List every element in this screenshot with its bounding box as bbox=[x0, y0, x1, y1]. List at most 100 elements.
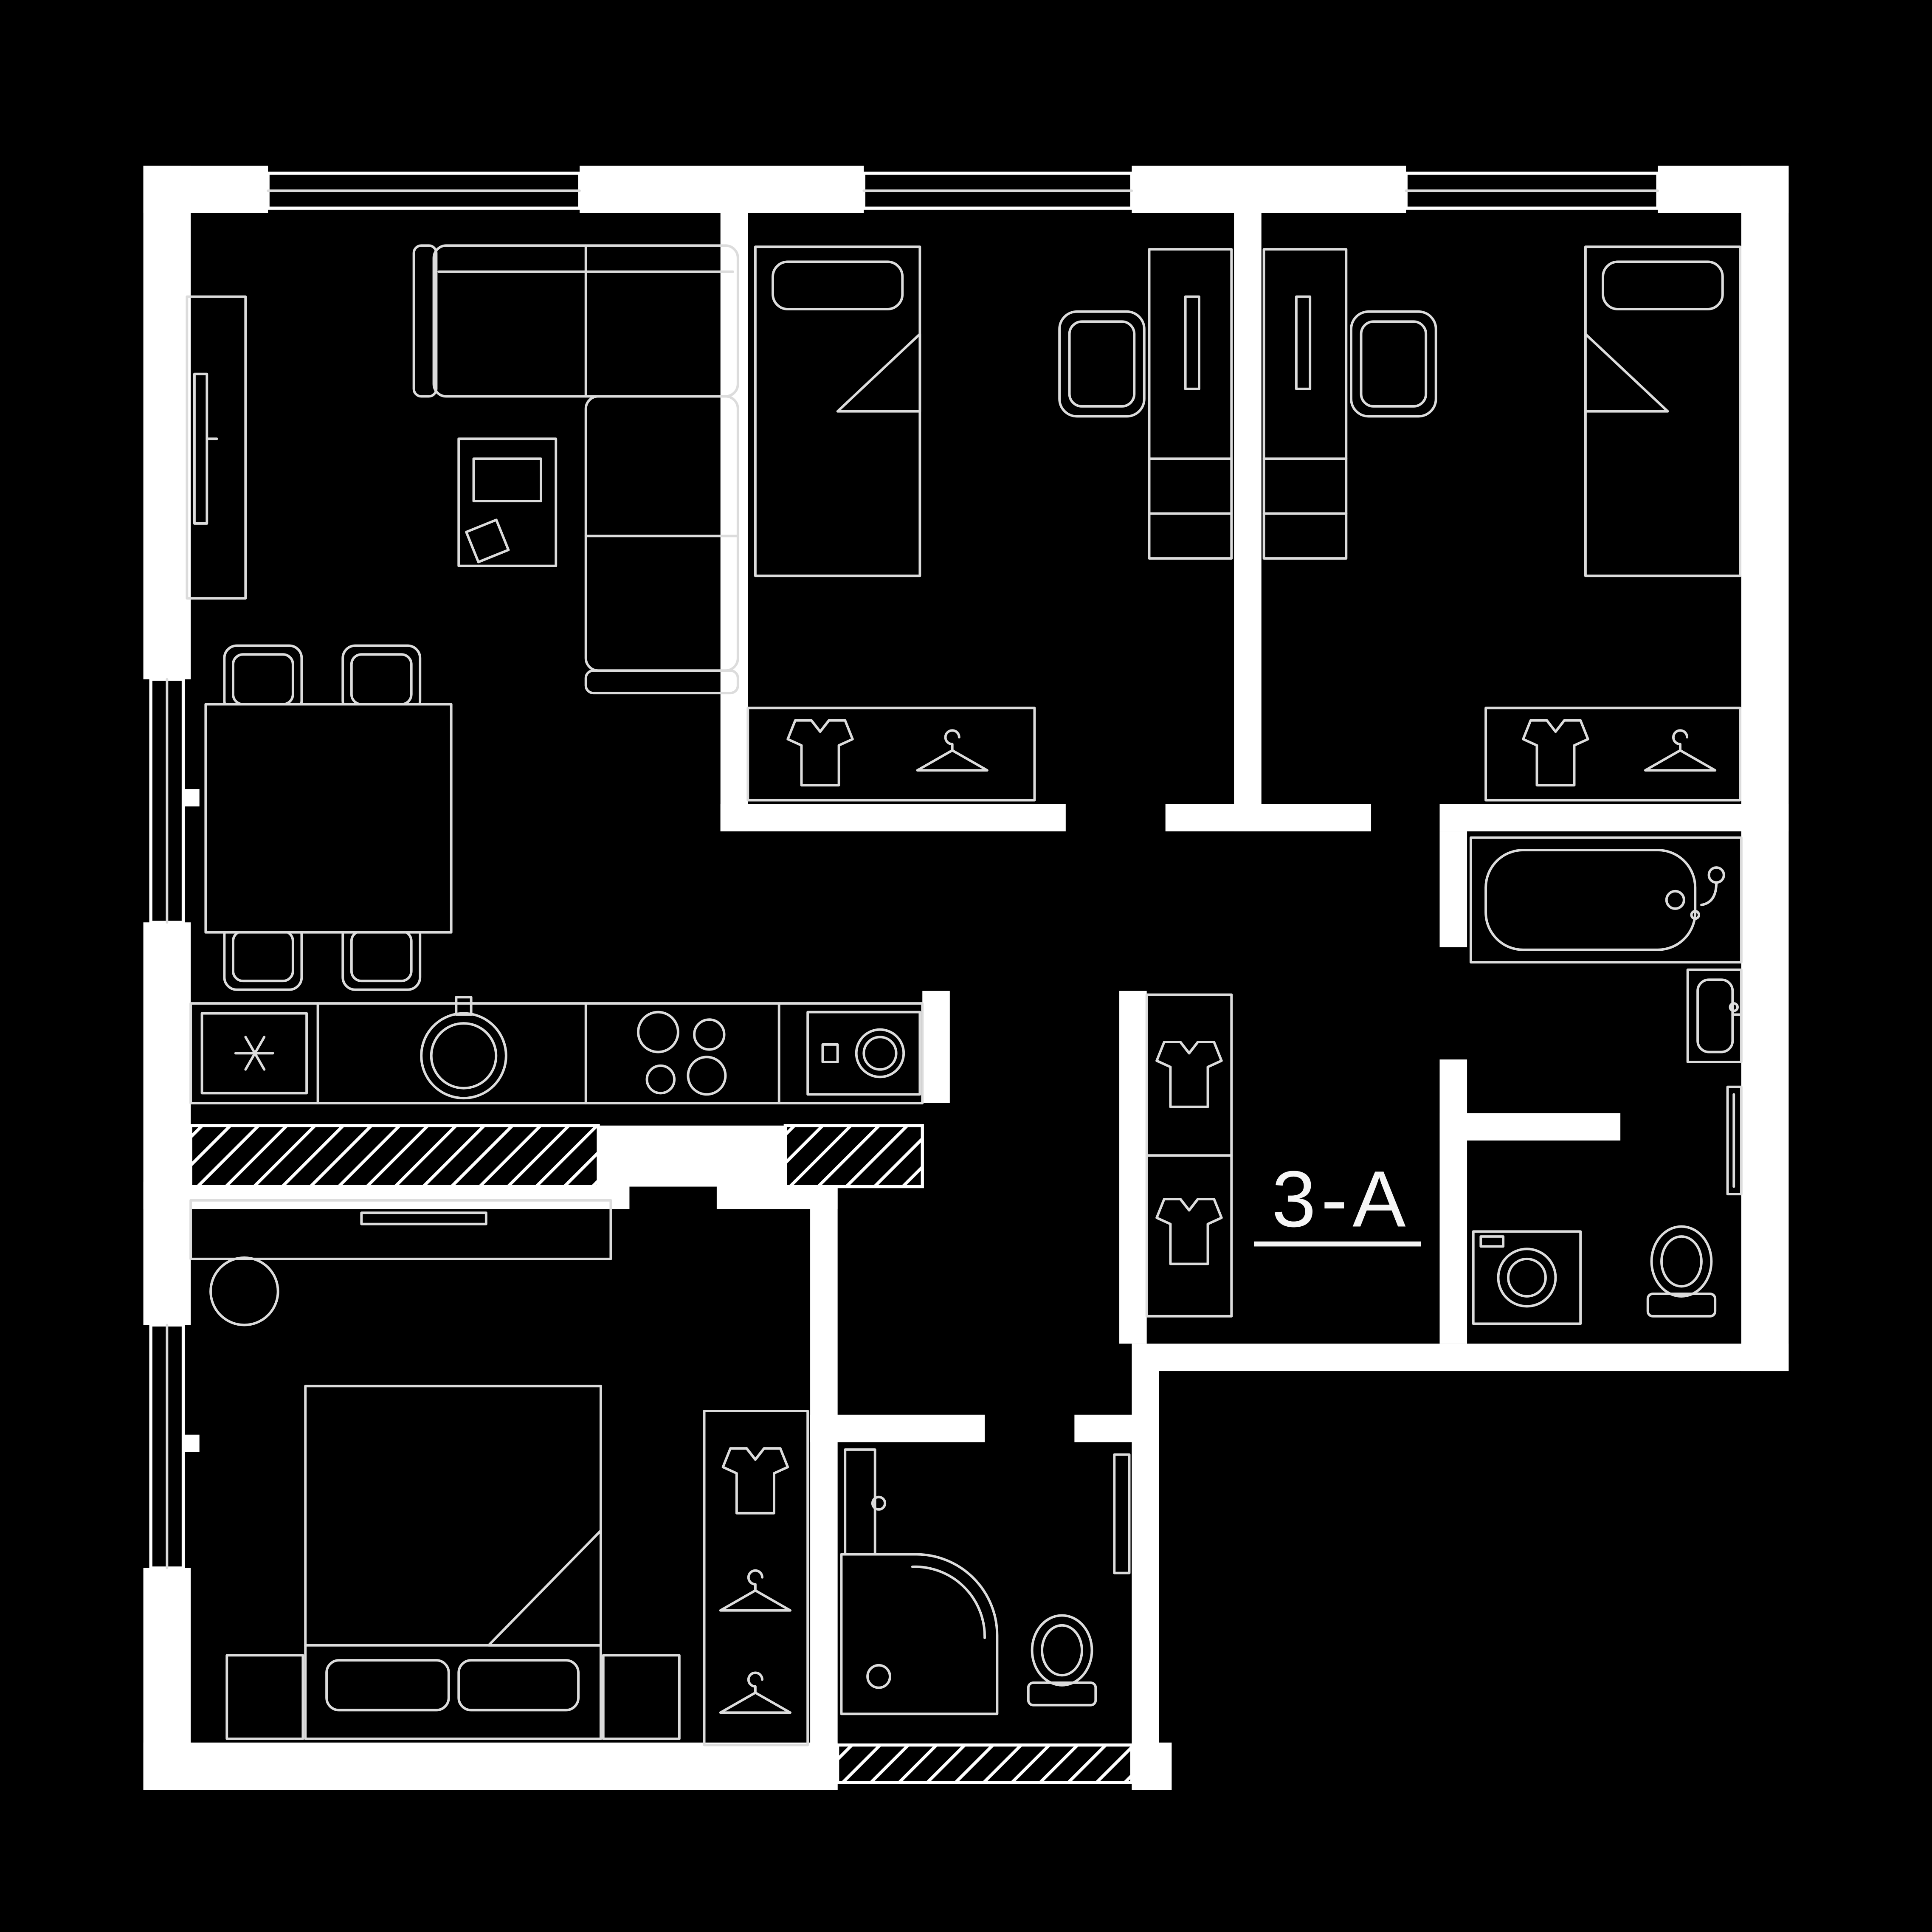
blanket-fold bbox=[836, 332, 921, 413]
hanger-icon bbox=[721, 1673, 790, 1712]
wall-bathroom-partition bbox=[1439, 1113, 1621, 1141]
wall-bedrooms-hall-a bbox=[720, 804, 1066, 831]
sink-bowl bbox=[420, 1012, 507, 1100]
bathtub-basin bbox=[1484, 849, 1697, 951]
fridge bbox=[200, 1012, 308, 1095]
burner bbox=[693, 1018, 726, 1051]
magazine-icon bbox=[465, 518, 510, 563]
water-drop bbox=[1690, 910, 1700, 920]
bar-sink bbox=[806, 1011, 921, 1096]
windows bbox=[149, 172, 1659, 1570]
kitchen-sink bbox=[420, 996, 507, 1100]
dining-chair bbox=[224, 646, 301, 713]
sofa-armrest bbox=[412, 244, 438, 398]
wall-shelf bbox=[1113, 1453, 1131, 1574]
chair-outline bbox=[1350, 310, 1437, 418]
wall-bedrooms-hall-b bbox=[1165, 804, 1372, 831]
counter-outline bbox=[189, 1002, 924, 1104]
wardrobe bbox=[703, 1410, 809, 1746]
door-leaf bbox=[844, 1448, 887, 1556]
exterior-walls bbox=[143, 166, 1789, 1790]
bedroom-1 bbox=[189, 1199, 809, 1746]
bathtub-outline bbox=[1469, 836, 1743, 964]
burner bbox=[645, 1064, 676, 1095]
washing-machine bbox=[1472, 1230, 1582, 1325]
monitor-icon bbox=[1295, 295, 1312, 390]
bathtub bbox=[1469, 836, 1743, 964]
pillow bbox=[1602, 260, 1724, 310]
sink-tap bbox=[455, 996, 473, 1016]
desk-top bbox=[1262, 248, 1348, 560]
wall-segment bbox=[1159, 1343, 1789, 1372]
monitor-icon bbox=[1184, 295, 1200, 390]
wall-living-bedroom2 bbox=[720, 213, 748, 831]
hatch-strip bbox=[783, 1124, 924, 1188]
kitchen bbox=[189, 996, 924, 1188]
wall-segment bbox=[1132, 166, 1406, 213]
living-room bbox=[186, 244, 739, 989]
hall-closet bbox=[1145, 993, 1233, 1318]
shower-tray bbox=[840, 1553, 999, 1715]
wall-showerroom-top-a bbox=[810, 1414, 985, 1442]
window-sill-tick bbox=[184, 789, 200, 807]
sink-basin bbox=[430, 1022, 498, 1090]
unit-label-underline bbox=[1254, 1241, 1421, 1247]
wall-bathroom-left-b bbox=[1439, 1059, 1467, 1344]
pillow bbox=[325, 1659, 450, 1712]
chair-seat bbox=[1360, 320, 1428, 408]
wall-bedroom2-bedroom3 bbox=[1234, 213, 1262, 831]
wall-segment bbox=[580, 166, 864, 213]
console-table bbox=[189, 1199, 612, 1260]
bathtub-drain bbox=[1665, 890, 1685, 910]
console-outline bbox=[189, 1199, 612, 1260]
sofa-chaise bbox=[584, 395, 739, 672]
floor-lamp bbox=[209, 1256, 279, 1326]
faucet-icon bbox=[1707, 866, 1725, 884]
wardrobe-outline bbox=[1484, 707, 1741, 802]
shirt-icon bbox=[723, 1448, 788, 1513]
wall-hall-closet bbox=[1119, 991, 1147, 1344]
door-handle bbox=[871, 1495, 887, 1511]
bar-sink-basin bbox=[862, 1036, 898, 1071]
hatch-strip bbox=[189, 1124, 600, 1188]
coffee-table-top bbox=[457, 437, 558, 567]
wardrobe-outline bbox=[703, 1410, 809, 1746]
desk-chair bbox=[1350, 310, 1437, 418]
tv-stand bbox=[186, 295, 247, 600]
chair-seat bbox=[1068, 320, 1136, 408]
desk bbox=[1262, 248, 1348, 560]
wall-segment bbox=[143, 922, 191, 1325]
chair-outline bbox=[1058, 310, 1146, 418]
wall-segment bbox=[598, 1125, 786, 1187]
counter-hatch-strips bbox=[189, 1124, 924, 1188]
towel-rail-outline bbox=[1726, 1085, 1743, 1196]
nightstand bbox=[225, 1654, 304, 1740]
pillow bbox=[457, 1659, 580, 1712]
shower-drain bbox=[866, 1664, 891, 1689]
shower-room bbox=[836, 1448, 1134, 1784]
burner bbox=[687, 1056, 727, 1096]
wall-segment bbox=[143, 1742, 838, 1790]
shirt-icon bbox=[1523, 721, 1588, 786]
tv-icon bbox=[193, 372, 208, 525]
door-panel bbox=[844, 1448, 876, 1556]
wall-segment bbox=[1741, 166, 1789, 1372]
coffee-table-tray bbox=[472, 457, 542, 502]
washer-panel bbox=[1479, 1235, 1505, 1248]
stove bbox=[637, 1011, 727, 1096]
shirt-icon bbox=[1157, 1199, 1222, 1264]
fridge-outline bbox=[200, 1012, 308, 1095]
sink-basin bbox=[1696, 978, 1734, 1053]
console-handle bbox=[360, 1211, 487, 1225]
shower-tray-inner bbox=[911, 1565, 986, 1639]
wardrobe-outline bbox=[746, 707, 1036, 802]
bar-sink-tap bbox=[821, 1043, 839, 1063]
shirt-icon bbox=[1157, 1042, 1222, 1107]
desk bbox=[1148, 248, 1233, 560]
kitchen-counter bbox=[189, 1002, 924, 1104]
washer-door bbox=[1497, 1248, 1557, 1308]
toilet-icon bbox=[1028, 1615, 1096, 1705]
wall-kitchen-stub bbox=[922, 991, 950, 1103]
